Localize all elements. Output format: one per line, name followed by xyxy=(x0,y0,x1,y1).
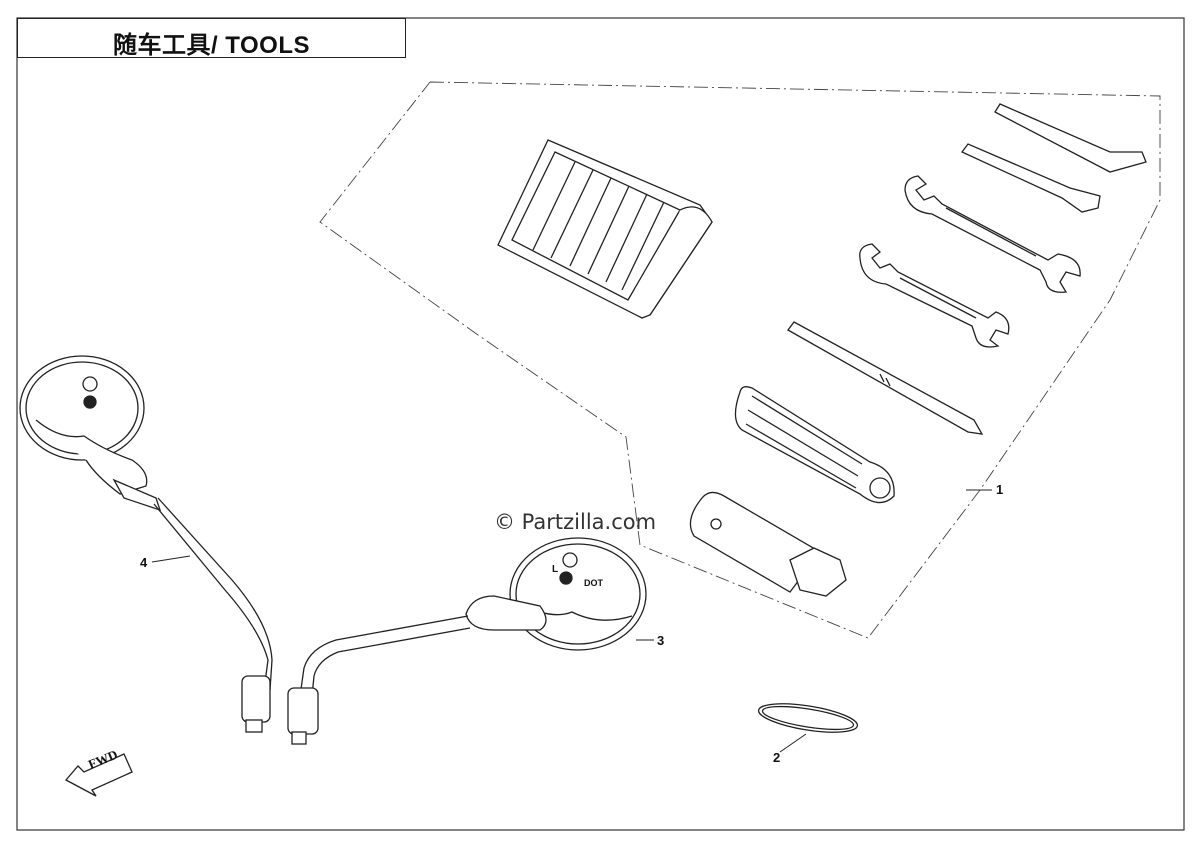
hex-key-large xyxy=(994,103,1147,173)
mirror-label-l: L xyxy=(552,564,559,575)
diagram-frame xyxy=(16,17,1185,831)
mirror-right xyxy=(287,537,647,745)
watermark-text: © Partzilla.com xyxy=(494,510,657,534)
tool-roll xyxy=(497,139,713,319)
wrench-large xyxy=(904,175,1081,293)
rubber-band xyxy=(757,703,859,733)
callout-2[interactable]: 2 xyxy=(773,750,781,765)
callout-3[interactable]: 3 xyxy=(657,633,665,648)
mirror-left xyxy=(19,355,273,733)
hex-key-small xyxy=(960,143,1101,213)
page-title: 随车工具/ TOOLS xyxy=(112,32,311,59)
tool-kit-outline xyxy=(319,81,1161,639)
callout-2-leader xyxy=(779,733,807,753)
mirror-label-dot: DOT xyxy=(584,578,603,588)
callout-4-leader xyxy=(151,555,191,563)
socket-spanner xyxy=(689,491,847,597)
wrench-small xyxy=(859,243,1010,348)
screwdriver-bit xyxy=(787,321,984,435)
callout-1[interactable]: 1 xyxy=(996,482,1004,497)
callout-4[interactable]: 4 xyxy=(140,555,148,570)
title-box: 随车工具/ TOOLS xyxy=(17,18,406,59)
forward-arrow-icon xyxy=(64,753,133,797)
screwdriver-handle xyxy=(734,386,895,504)
